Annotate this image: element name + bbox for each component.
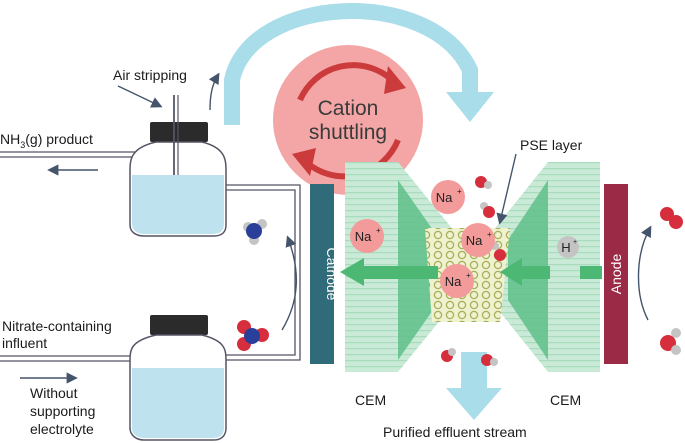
- cation-arrow-top: [297, 62, 395, 102]
- nitrate-molecule-icon: [237, 320, 269, 351]
- svg-text:Na: Na: [355, 229, 372, 244]
- water-molecule-icon: [480, 202, 495, 218]
- pse-layer-pointer: [496, 153, 517, 225]
- bottom-jar-water: [132, 368, 224, 438]
- cation-arrow-top-head: [384, 66, 406, 94]
- svg-text:Na: Na: [445, 274, 462, 289]
- svg-text:+: +: [573, 239, 577, 246]
- anode-label: Anode: [608, 254, 624, 295]
- svg-text:+: +: [457, 187, 462, 196]
- svg-text:Na: Na: [436, 190, 453, 205]
- svg-text:Na: Na: [466, 233, 483, 248]
- cation-label-line1: Cation: [318, 97, 379, 120]
- pipe-top-inner: [222, 189, 296, 356]
- water-molecule-icon: [441, 348, 456, 362]
- purified-stream-label: Purified effluent stream: [383, 424, 527, 440]
- up-arrow-to-loop: [208, 72, 220, 111]
- ammonia-molecule-icon: [243, 219, 267, 245]
- svg-text:+: +: [466, 271, 471, 280]
- green-arrow-left-shaft: [362, 266, 438, 279]
- purified-arrow-head: [446, 388, 502, 420]
- h-ion: H +: [557, 236, 579, 258]
- water-molecule-anode-bottom-icon: [660, 328, 681, 355]
- na-ion-4: Na +: [440, 264, 474, 298]
- green-arrow-right-shaft: [580, 266, 602, 279]
- cem-right-label: CEM: [550, 392, 581, 408]
- na-ion-1: Na +: [350, 219, 384, 253]
- water-molecule-icon: [481, 354, 498, 366]
- without-label-line2: supporting: [30, 403, 95, 419]
- top-jar-lid: [150, 122, 208, 142]
- cathode-electrode: [310, 184, 334, 364]
- pipe-influent: [0, 355, 135, 362]
- cation-arrow-bottom-head: [292, 148, 316, 176]
- na-ion-2: Na +: [431, 180, 465, 214]
- top-flow-arrow-head: [446, 92, 494, 122]
- green-arrow-mid-shaft: [520, 266, 550, 279]
- pse-layer-label: PSE layer: [520, 137, 583, 153]
- water-molecule-icon: [475, 176, 492, 189]
- svg-text:+: +: [376, 226, 381, 235]
- bottom-jar-lid: [150, 315, 208, 335]
- na-ion-3: Na +: [461, 223, 495, 257]
- water-molecule-anode-top-icon: [660, 207, 683, 229]
- cation-label-line2: shuttling: [309, 121, 387, 144]
- air-stripping-label: Air stripping: [113, 67, 187, 83]
- green-arrow-left-head: [340, 258, 364, 286]
- without-label-line3: electrolyte: [30, 421, 94, 437]
- air-stripping-arrow: [117, 85, 163, 108]
- pipe-product: [0, 151, 140, 158]
- top-jar-water: [132, 175, 224, 234]
- nitrate-label-line1: Nitrate-containing: [2, 318, 112, 334]
- nitrate-label-line2: influent: [2, 335, 47, 351]
- anode-loop-arrow: [637, 225, 652, 321]
- anode-electrode: [604, 184, 628, 364]
- cathode-label: Cathode: [324, 248, 340, 301]
- top-flow-arrow: [224, 3, 478, 125]
- pipe-top: [222, 184, 301, 361]
- without-label-line1: Without: [30, 385, 78, 401]
- svg-text:H: H: [561, 240, 570, 255]
- svg-text:+: +: [487, 230, 492, 239]
- cathode-loop-arrow: [281, 235, 297, 331]
- green-arrow-mid-head: [500, 258, 522, 286]
- cem-left-label: CEM: [355, 392, 386, 408]
- nh3-product-label: NH3(g) product: [0, 131, 93, 150]
